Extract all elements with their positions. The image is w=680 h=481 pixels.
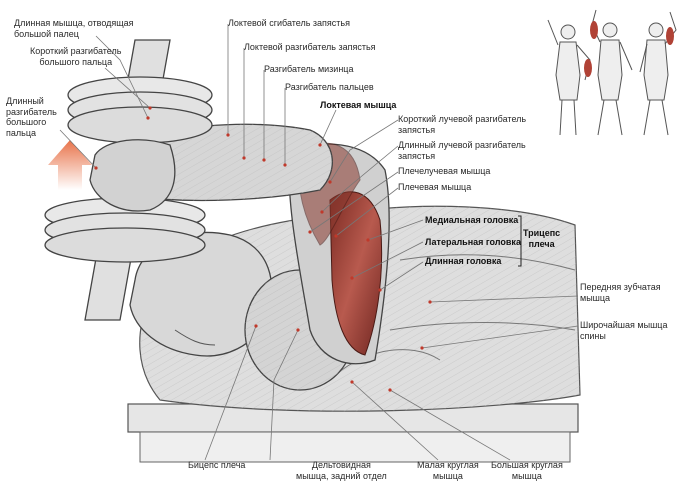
leader-line-ecrl — [321, 145, 399, 213]
leader-lines — [59, 24, 579, 461]
label-teres-minor: Малая круглая мышца — [417, 460, 479, 481]
leader-line-latissimus — [421, 325, 579, 349]
label-teres-major: Большая круглая мышца — [491, 460, 563, 481]
label-extensor-carpi-ulnaris: Локтевой разгибатель запястья — [244, 42, 376, 52]
label-extensor-pollicis-longus: Длинный разгибатель большого пальца — [6, 96, 57, 138]
leader-dot-lateral-head — [350, 276, 354, 280]
label-deltoid-posterior: Дельтовидная мышца, задний отдел — [296, 460, 387, 481]
leader-dot-serratus — [428, 300, 432, 304]
leader-line-abductor — [95, 35, 149, 119]
bench — [127, 403, 579, 463]
leader-dot-brachialis — [334, 234, 338, 238]
leader-dot-ecrb — [328, 180, 332, 184]
leader-line-brachialis — [335, 187, 399, 237]
leader-dot-abductor — [146, 116, 150, 120]
leader-line-brachioradialis — [309, 171, 399, 233]
reference-figure-1 — [547, 19, 592, 136]
up-arrow-icon — [48, 140, 92, 190]
label-extensor-pollicis-brevis: Короткий разгибатель большого пальца — [30, 46, 122, 67]
leader-line-biceps — [204, 325, 257, 461]
leader-line-anconeus — [319, 109, 337, 146]
leader-dot-biceps — [254, 324, 258, 328]
leader-line-long-head — [379, 261, 424, 291]
leader-line-ext-poll-brevis — [104, 67, 151, 109]
label-extensor-digiti-minimi: Разгибатель мизинца — [264, 64, 354, 74]
leader-dot-ext-poll-longus — [94, 166, 98, 170]
leader-dot-long-head — [378, 288, 382, 292]
leader-line-deltoid — [269, 329, 299, 461]
leader-dot-ext-carpi-ulnaris — [242, 156, 246, 160]
label-latissimus-dorsi: Широчайшая мышца спины — [580, 320, 668, 341]
leader-dot-ext-poll-brevis — [148, 106, 152, 110]
label-medial-head: Медиальная головка — [425, 215, 519, 225]
leader-dot-ecrl — [320, 210, 324, 214]
leader-dot-brachioradialis — [308, 230, 312, 234]
label-abductor-pollicis-longus: Длинная мышца, отводящая большой палец — [14, 18, 134, 39]
leader-line-serratus — [429, 295, 579, 303]
label-anconeus: Локтевая мышца — [320, 100, 397, 110]
label-biceps: Бицепс плеча — [188, 460, 246, 470]
leader-line-ecrb — [329, 119, 399, 183]
leader-line-medial-head — [367, 219, 424, 241]
leader-dot-latissimus — [420, 346, 424, 350]
label-brachialis: Плечевая мышца — [398, 182, 472, 192]
triceps-bracket — [518, 215, 522, 267]
leader-line-teres-major — [389, 389, 511, 461]
label-long-head: Длинная головка — [425, 256, 502, 266]
label-ext-carpi-radialis-longus: Длинный лучевой разгибатель запястья — [398, 140, 526, 161]
reference-figure-3 — [639, 11, 677, 136]
label-ext-carpi-radialis-brevis: Короткий лучевой разгибатель запястья — [398, 114, 527, 135]
reference-figure-2 — [590, 9, 633, 136]
leader-dot-deltoid — [296, 328, 300, 332]
leader-dot-ext-digiti-minimi — [262, 158, 266, 162]
label-extensor-digitorum: Разгибатель пальцев — [285, 82, 374, 92]
label-flexor-carpi-ulnaris: Локтевой сгибатель запястья — [228, 18, 350, 28]
leader-dot-flexor-carpi-ulnaris — [226, 133, 230, 137]
leader-dot-ext-digitorum — [283, 163, 287, 167]
label-lateral-head: Латеральная головка — [425, 237, 521, 247]
leader-dot-teres-major — [388, 388, 392, 392]
leader-dot-teres-minor — [350, 380, 354, 384]
leader-dot-anconeus — [318, 143, 322, 147]
reference-figures — [547, 9, 677, 136]
leader-line-ext-poll-longus — [59, 129, 97, 169]
leader-dot-medial-head — [366, 238, 370, 242]
label-serratus-anterior: Передняя зубчатая мышца — [580, 282, 661, 303]
leader-line-lateral-head — [351, 241, 424, 279]
leader-line-teres-minor — [351, 381, 439, 461]
hand — [89, 139, 176, 212]
label-triceps: Трицепс плеча — [523, 228, 561, 249]
label-brachioradialis: Плечелучевая мышца — [398, 166, 491, 176]
